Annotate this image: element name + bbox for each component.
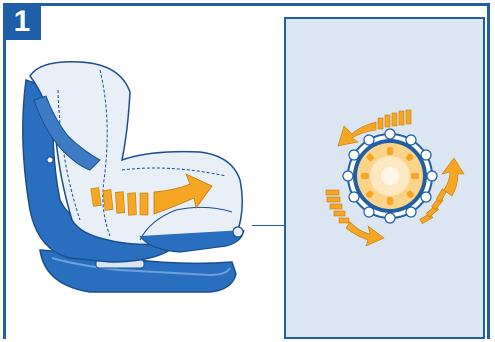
recline-knob-icon <box>343 129 437 223</box>
